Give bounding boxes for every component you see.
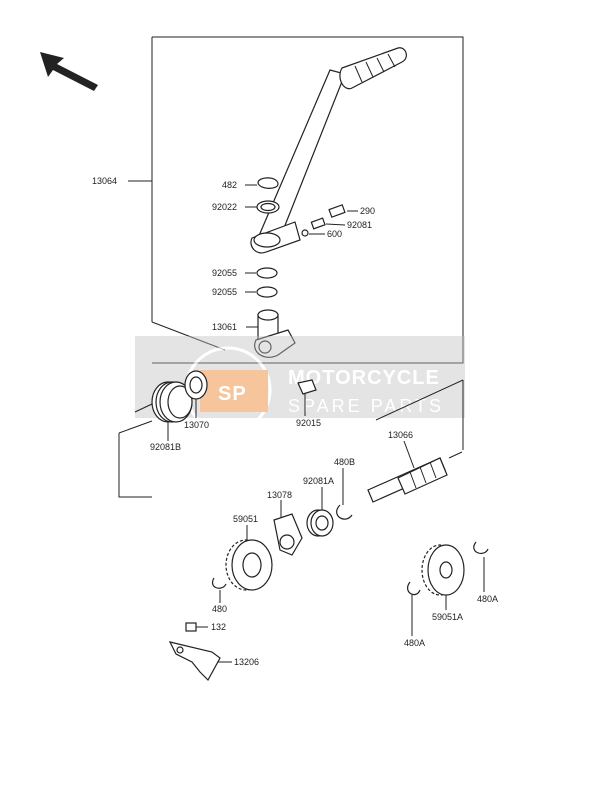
label-59051A: 59051A	[432, 612, 463, 622]
part-600-ball	[301, 229, 309, 237]
part-92081-spring	[310, 217, 326, 230]
part-13066-shaft	[367, 451, 463, 503]
label-59051: 59051	[233, 514, 258, 524]
kick-pedal-arm	[250, 47, 407, 254]
part-13070-collar	[184, 370, 208, 400]
part-92081B-spring	[134, 381, 193, 423]
part-480A-right-circlip	[473, 541, 489, 554]
label-13206: 13206	[234, 657, 259, 667]
assembly-outline-13064	[128, 36, 464, 364]
part-59051A-gear	[421, 544, 465, 596]
label-13061: 13061	[212, 322, 237, 332]
part-13061-boss	[254, 309, 296, 358]
part-92022-washer	[256, 200, 280, 214]
label-480A-right: 480A	[477, 594, 498, 604]
part-92081A-spring	[306, 509, 334, 537]
part-482-clip	[257, 177, 279, 189]
part-13078-ratchet	[273, 513, 303, 556]
label-92081: 92081	[347, 220, 372, 230]
part-92015-nut	[297, 379, 317, 395]
label-132: 132	[211, 622, 226, 632]
watermark-subtitle: SPARE PARTS	[288, 396, 444, 416]
label-480A-left: 480A	[404, 638, 425, 648]
watermark-logo: SP	[218, 383, 247, 405]
label-13064: 13064	[92, 176, 117, 186]
label-92022: 92022	[212, 202, 237, 212]
label-482: 482	[222, 180, 237, 190]
label-600: 600	[327, 229, 342, 239]
label-92081B: 92081B	[150, 442, 181, 452]
part-480B-circlip	[336, 504, 353, 520]
part-13206-lever	[168, 641, 221, 681]
label-92055-a: 92055	[212, 268, 237, 278]
label-13066: 13066	[388, 430, 413, 440]
part-290-bolt	[328, 204, 346, 218]
label-92015: 92015	[296, 418, 321, 428]
watermark-logo-badge	[200, 370, 268, 412]
part-92055-oring-b	[256, 286, 278, 298]
label-480: 480	[212, 604, 227, 614]
label-92055-b: 92055	[212, 287, 237, 297]
assembly-outline-lower	[118, 379, 464, 498]
front-arrow-icon	[40, 52, 98, 91]
leader-lines	[167, 184, 485, 663]
part-92055-oring-a	[256, 267, 278, 279]
watermark-title: MOTORCYCLE	[288, 367, 440, 389]
part-59051-gear	[225, 539, 273, 591]
label-92081A: 92081A	[303, 476, 334, 486]
part-480-circlip	[212, 577, 227, 589]
part-132-bolt	[185, 622, 197, 632]
label-13078: 13078	[267, 490, 292, 500]
part-480A-left-circlip	[407, 581, 421, 596]
label-290: 290	[360, 206, 375, 216]
label-13070: 13070	[184, 420, 209, 430]
label-480B: 480B	[334, 457, 355, 467]
